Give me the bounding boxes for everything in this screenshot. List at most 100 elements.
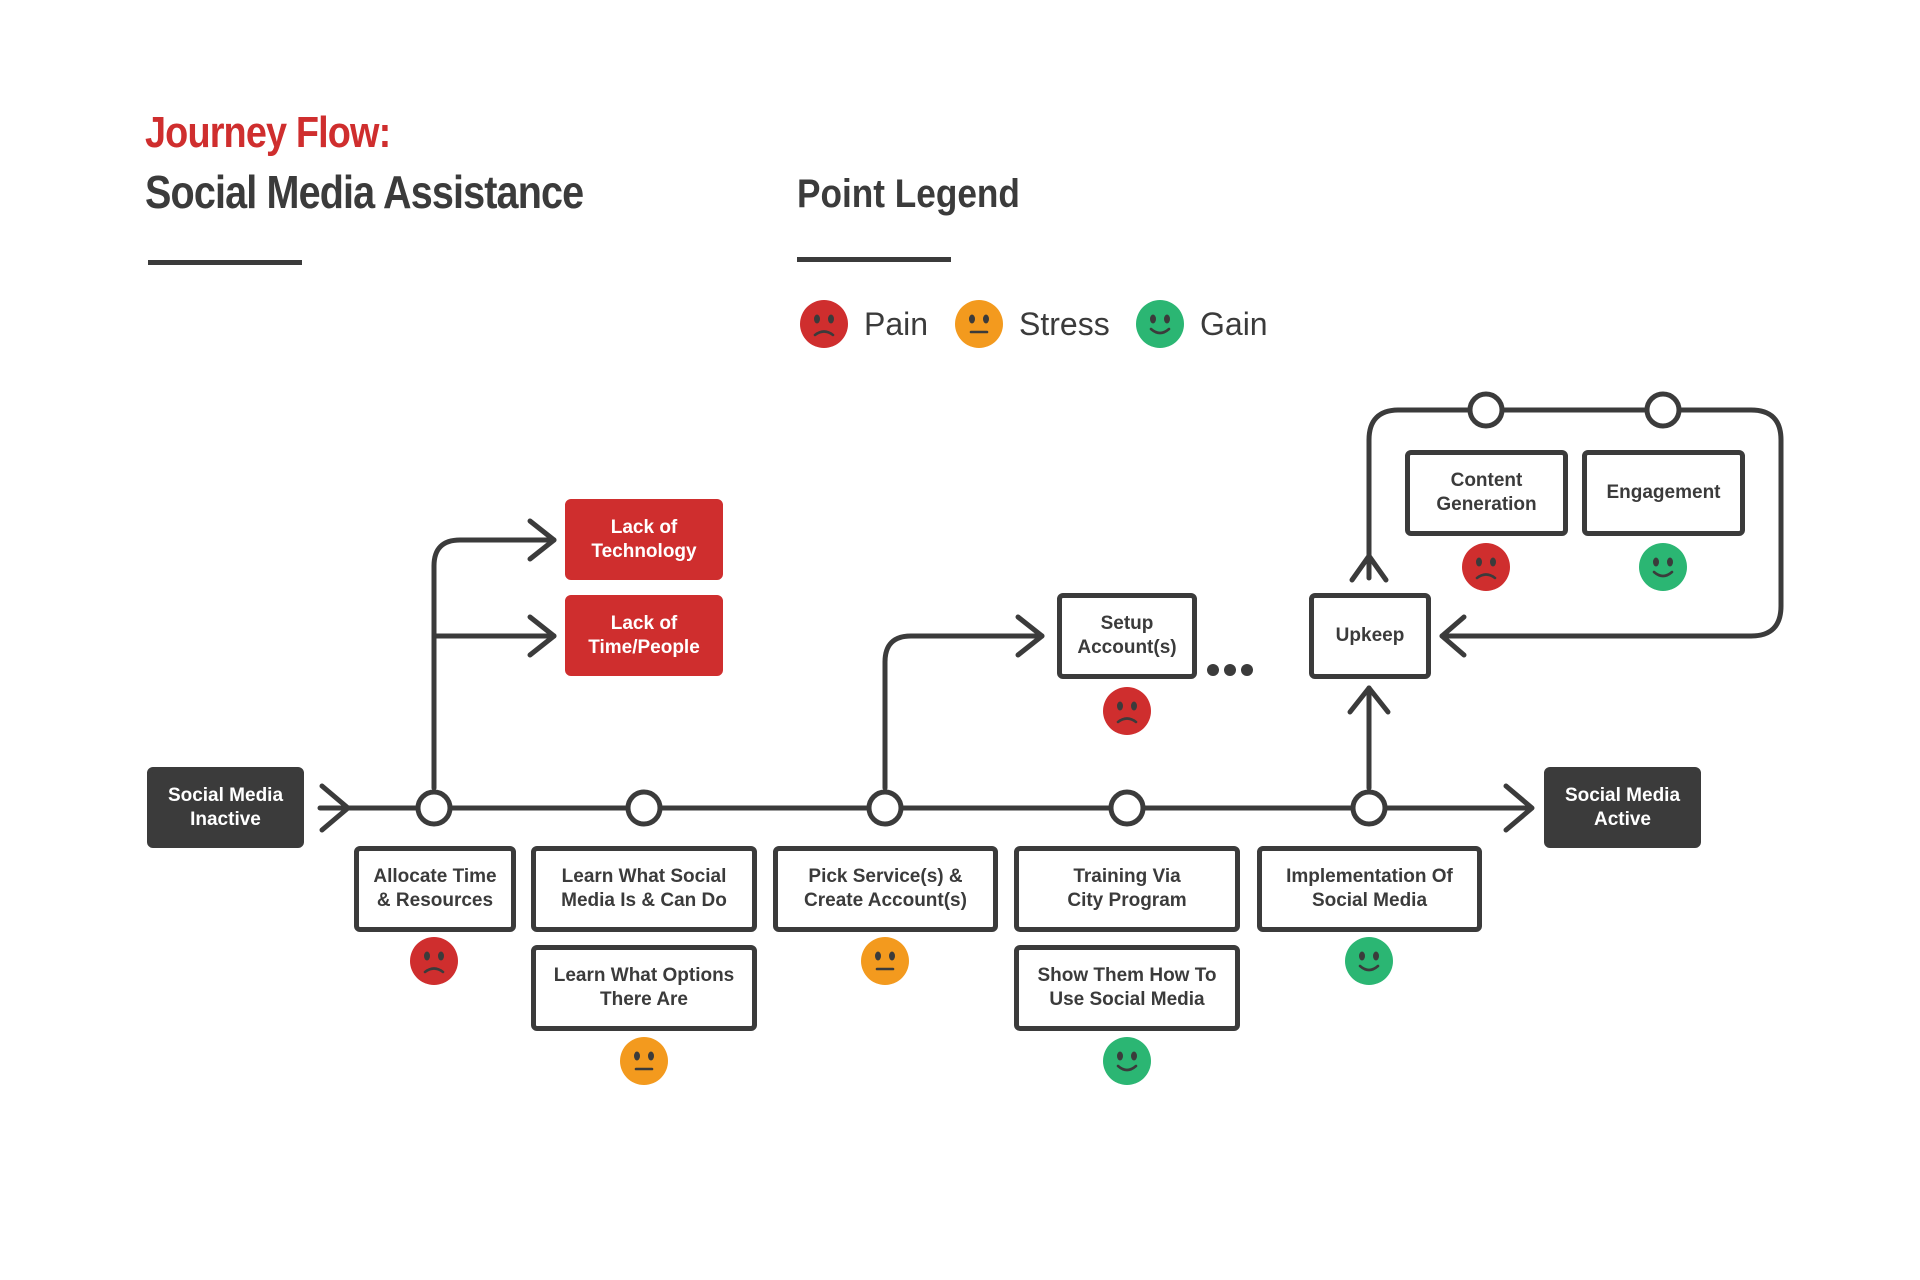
- face-eye-left: [424, 951, 430, 961]
- start-arrowhead: [319, 783, 351, 833]
- sad-face-icon: [800, 300, 848, 348]
- timeline-node-training: [1108, 789, 1146, 827]
- step-learn-social-media: Learn What Social Media Is & Can Do: [531, 846, 757, 932]
- face-disc: [620, 1037, 668, 1085]
- face-eye-right: [1131, 1051, 1137, 1061]
- face-eye-right: [1490, 557, 1496, 567]
- barrier-branch-line: [431, 537, 557, 791]
- timeline-node-allocate: [415, 789, 453, 827]
- step-learn-options: Learn What Options There Are: [531, 945, 757, 1031]
- face-mouth: [1116, 1064, 1138, 1072]
- ellipsis-dot-3: [1241, 664, 1253, 676]
- face-eye-right: [1373, 951, 1379, 961]
- legend-title: Point Legend: [797, 172, 1020, 216]
- barrier-lack-time-people: Lack of Time/People: [565, 595, 723, 676]
- face-disc: [1103, 687, 1151, 735]
- title-underline: [148, 260, 302, 265]
- setup-branch-line: [882, 633, 1045, 791]
- end-arrowhead: [1503, 783, 1535, 833]
- timeline-node-implementation: [1350, 789, 1388, 827]
- neutral-face-icon: [861, 937, 909, 985]
- title-line-2: Social Media Assistance: [145, 166, 584, 218]
- barrier-arrow-2: [527, 614, 557, 658]
- legend-label-stress: Stress: [1019, 305, 1110, 342]
- face-mouth: [1475, 573, 1497, 580]
- barrier-lack-technology: Lack of Technology: [565, 499, 723, 580]
- face-eye-left: [1117, 701, 1123, 711]
- neutral-face-icon: [620, 1037, 668, 1085]
- start-state-box: Social Media Inactive: [147, 767, 304, 848]
- happy-face-icon: [1345, 937, 1393, 985]
- loop-node-engagement: [1644, 391, 1682, 429]
- step-implementation: Implementation Of Social Media: [1257, 846, 1482, 932]
- engagement-box: Engagement: [1582, 450, 1745, 536]
- sad-face-icon: [1103, 687, 1151, 735]
- legend-item-stress: Stress: [953, 296, 1110, 352]
- timeline-node-pick: [866, 789, 904, 827]
- legend-label-pain: Pain: [864, 305, 929, 342]
- face-mouth: [1652, 570, 1674, 578]
- face-disc: [861, 937, 909, 985]
- step-training: Training Via City Program: [1014, 846, 1240, 932]
- face-disc: [1345, 937, 1393, 985]
- step-pick-service: Pick Service(s) & Create Account(s): [773, 846, 998, 932]
- face-eye-right: [983, 314, 989, 324]
- loop-return-arrowhead: [1439, 614, 1467, 658]
- face-mouth: [1116, 717, 1138, 724]
- neutral-face-icon: [955, 300, 1003, 348]
- face-mouth: [423, 967, 445, 974]
- face-eye-right: [1164, 314, 1170, 324]
- step-allocate-time: Allocate Time & Resources: [354, 846, 516, 932]
- face-eye-right: [828, 314, 834, 324]
- face-eye-left: [1359, 951, 1365, 961]
- sad-face-icon: [1462, 543, 1510, 591]
- sad-face-icon: [410, 937, 458, 985]
- happy-face-icon: [1103, 1037, 1151, 1085]
- upkeep-arrowhead: [1347, 685, 1391, 715]
- upkeep-box: Upkeep: [1309, 593, 1431, 679]
- legend-underline: [797, 257, 951, 262]
- face-mouth: [813, 330, 835, 337]
- legend-label-gain: Gain: [1200, 305, 1268, 342]
- barrier-arrow-1: [527, 518, 557, 562]
- face-eye-right: [648, 1051, 654, 1061]
- legend-item-gain: Gain: [1134, 296, 1268, 352]
- face-disc: [1639, 543, 1687, 591]
- legend-item-pain: Pain: [798, 296, 928, 352]
- face-eye-left: [634, 1051, 640, 1061]
- face-eye-right: [438, 951, 444, 961]
- face-eye-left: [969, 314, 975, 324]
- face-eye-left: [875, 951, 881, 961]
- face-disc: [1136, 300, 1184, 348]
- timeline-node-learn: [625, 789, 663, 827]
- face-eye-left: [1117, 1051, 1123, 1061]
- end-state-box: Social Media Active: [1544, 767, 1701, 848]
- loop-exit-arrowhead: [1349, 553, 1389, 583]
- content-generation-box: Content Generation: [1405, 450, 1568, 536]
- face-eye-right: [889, 951, 895, 961]
- face-mouth: [1149, 327, 1171, 335]
- face-disc: [800, 300, 848, 348]
- happy-face-icon: [1136, 300, 1184, 348]
- face-disc: [410, 937, 458, 985]
- ellipsis-dot-2: [1224, 664, 1236, 676]
- face-disc: [1103, 1037, 1151, 1085]
- ellipsis-dot-1: [1207, 664, 1219, 676]
- loop-node-content: [1467, 391, 1505, 429]
- face-disc: [955, 300, 1003, 348]
- face-eye-left: [1653, 557, 1659, 567]
- face-eye-right: [1667, 557, 1673, 567]
- loop-line: [1366, 407, 1784, 639]
- step-show-them: Show Them How To Use Social Media: [1014, 945, 1240, 1031]
- face-mouth: [1358, 964, 1380, 972]
- face-disc: [1462, 543, 1510, 591]
- face-eye-left: [1150, 314, 1156, 324]
- face-eye-left: [1476, 557, 1482, 567]
- title-line-1: Journey Flow:: [145, 108, 391, 157]
- setup-arrowhead: [1015, 614, 1045, 658]
- happy-face-icon: [1639, 543, 1687, 591]
- face-eye-left: [814, 314, 820, 324]
- setup-accounts-box: Setup Account(s): [1057, 593, 1197, 679]
- face-eye-right: [1131, 701, 1137, 711]
